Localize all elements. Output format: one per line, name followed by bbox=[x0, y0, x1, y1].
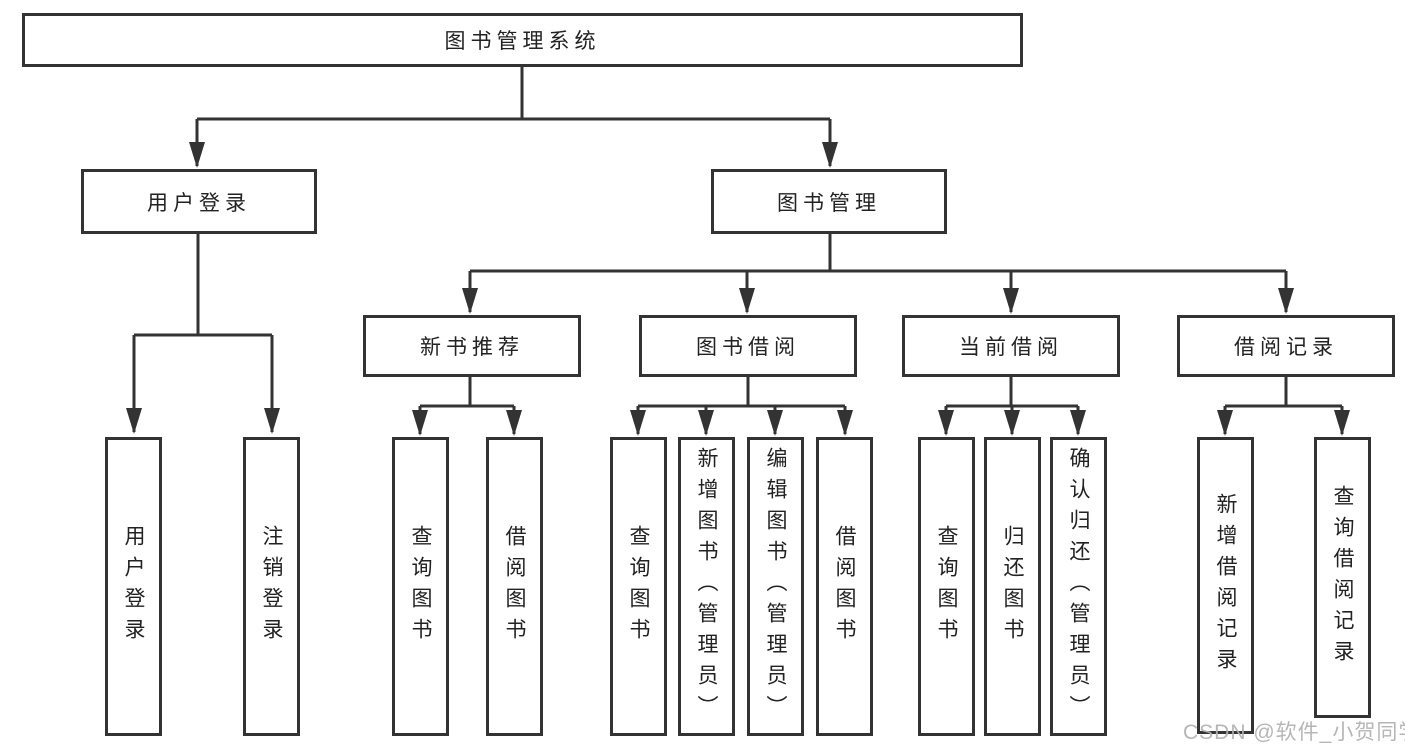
node-label: 查询图书 bbox=[935, 524, 958, 649]
node-label: 新书推荐 bbox=[420, 336, 524, 359]
node-label: 用户登录 bbox=[147, 191, 251, 215]
node-label: 确认归还（管理员） bbox=[1067, 447, 1090, 726]
node-label: 图书借阅 bbox=[696, 336, 800, 359]
node-book-borrow: 图书借阅 bbox=[639, 315, 857, 377]
node-leaf-logout: 注销登录 bbox=[243, 437, 300, 736]
node-label: 查询图书 bbox=[409, 524, 432, 649]
node-cb-return-book: 归还图书 bbox=[984, 437, 1041, 736]
node-label: 新增图书（管理员） bbox=[695, 447, 718, 726]
node-rec-borrow-book: 借阅图书 bbox=[486, 437, 543, 736]
node-br-query-record: 查询借阅记录 bbox=[1314, 437, 1371, 718]
node-bb-add-book: 新增图书（管理员） bbox=[678, 437, 735, 736]
node-leaf-user-login: 用户登录 bbox=[105, 437, 162, 736]
node-bb-borrow-book: 借阅图书 bbox=[816, 437, 873, 736]
node-current-borrow: 当前借阅 bbox=[902, 315, 1120, 377]
node-new-book-rec: 新书推荐 bbox=[363, 315, 581, 377]
node-borrow-record: 借阅记录 bbox=[1177, 315, 1395, 377]
node-rec-query-book: 查询图书 bbox=[392, 437, 449, 736]
node-label: 查询图书 bbox=[627, 524, 650, 649]
node-label: 借阅图书 bbox=[503, 524, 526, 649]
node-root: 图书管理系统 bbox=[22, 13, 1023, 67]
node-label: 用户登录 bbox=[122, 524, 145, 649]
node-book-mgmt: 图书管理 bbox=[711, 169, 947, 234]
watermark: CSDN @软件_小贺同学 bbox=[1183, 721, 1405, 744]
node-label: 编辑图书（管理员） bbox=[764, 447, 787, 726]
node-label: 当前借阅 bbox=[959, 336, 1063, 359]
node-label: 借阅图书 bbox=[833, 524, 856, 649]
node-label: 借阅记录 bbox=[1234, 336, 1338, 359]
node-label: 新增借阅记录 bbox=[1214, 492, 1237, 679]
node-label: 查询借阅记录 bbox=[1331, 484, 1354, 671]
node-label: 归还图书 bbox=[1001, 524, 1024, 649]
node-cb-confirm-return: 确认归还（管理员） bbox=[1050, 437, 1107, 736]
node-bb-query-book: 查询图书 bbox=[610, 437, 667, 736]
node-br-add-record: 新增借阅记录 bbox=[1197, 437, 1254, 734]
node-user-login: 用户登录 bbox=[81, 169, 317, 234]
node-label: 图书管理 bbox=[777, 191, 881, 215]
node-bb-edit-book: 编辑图书（管理员） bbox=[747, 437, 804, 736]
node-label: 注销登录 bbox=[260, 524, 283, 649]
node-cb-query-book: 查询图书 bbox=[918, 437, 975, 736]
node-label: 图书管理系统 bbox=[444, 30, 601, 53]
connector-trunks bbox=[134, 67, 1342, 408]
